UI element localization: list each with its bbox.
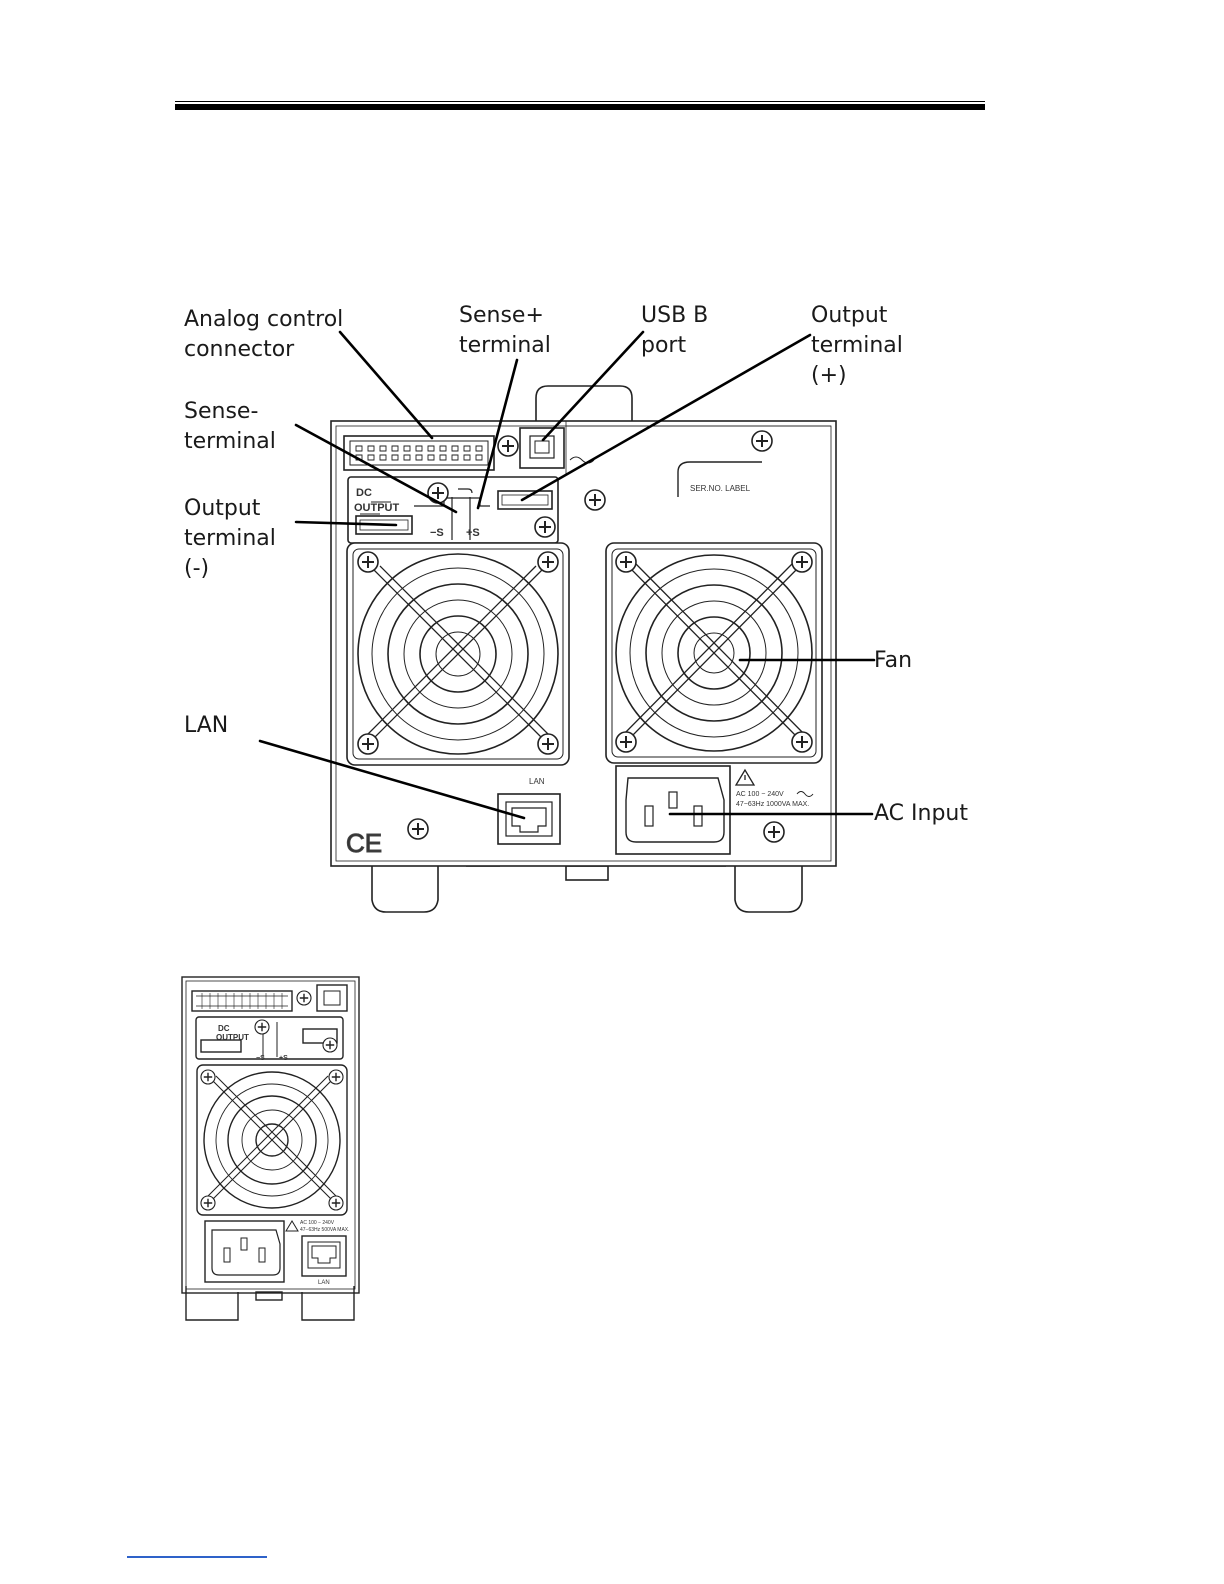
small-panel-minus-s: −S: [256, 1055, 265, 1062]
label-output-minus-line3: (-): [184, 554, 276, 584]
label-output-plus-line2: terminal: [811, 331, 903, 361]
label-sense-minus: Sense- terminal: [184, 397, 276, 457]
label-sense-minus-line2: terminal: [184, 427, 276, 457]
label-sense-minus-line1: Sense-: [184, 397, 276, 427]
label-analog-control: Analog control connector: [184, 305, 343, 365]
top-handle: [536, 386, 632, 422]
ce-mark: CE: [346, 828, 382, 858]
label-fan: Fan: [874, 646, 912, 676]
label-lan: LAN: [184, 711, 228, 741]
small-panel-output: OUTPUT: [216, 1033, 249, 1042]
label-output-minus: Output terminal (-): [184, 494, 276, 584]
panel-plus-s-text: +S: [466, 527, 480, 539]
panel-ac-line1: AC 100 − 240V: [736, 791, 784, 798]
small-panel-dc: DC: [218, 1024, 230, 1033]
fan-right: [606, 543, 822, 763]
label-sense-plus-line1: Sense+: [459, 301, 551, 331]
label-sense-plus: Sense+ terminal: [459, 301, 551, 361]
panel-output-text: OUTPUT: [354, 502, 400, 514]
fan-left: [347, 543, 569, 765]
label-output-plus: Output terminal (+): [811, 301, 903, 391]
label-analog-line1: Analog control: [184, 305, 343, 335]
label-ac-input: AC Input: [874, 799, 968, 829]
small-panel-lan: LAN: [318, 1280, 330, 1286]
panel-ac-line2: 47−63Hz 1000VA MAX.: [736, 801, 809, 808]
label-output-minus-line2: terminal: [184, 524, 276, 554]
label-usb-b: USB B port: [641, 301, 708, 361]
panel-ser-no-text: SER.NO. LABEL: [690, 484, 751, 493]
small-panel-plus-s: +S: [279, 1055, 288, 1062]
label-output-minus-line1: Output: [184, 494, 276, 524]
label-output-plus-line1: Output: [811, 301, 903, 331]
label-usb-line2: port: [641, 331, 708, 361]
label-output-plus-line3: (+): [811, 361, 903, 391]
small-unit: [182, 977, 359, 1320]
foot-right: [735, 866, 802, 912]
label-sense-plus-line2: terminal: [459, 331, 551, 361]
footer-link-rule: [127, 1556, 267, 1558]
label-analog-line2: connector: [184, 335, 343, 365]
foot-left: [372, 866, 438, 912]
panel-dc-text: DC: [356, 487, 372, 499]
small-panel-ac-line2: 47−63Hz 500VA MAX.: [300, 1227, 350, 1233]
bottom-tab: [566, 866, 608, 880]
panel-lan-text: LAN: [529, 777, 545, 786]
small-panel-ac-line1: AC 100 − 240V: [300, 1220, 335, 1226]
label-usb-line1: USB B: [641, 301, 708, 331]
panel-minus-s-text: −S: [430, 527, 444, 539]
